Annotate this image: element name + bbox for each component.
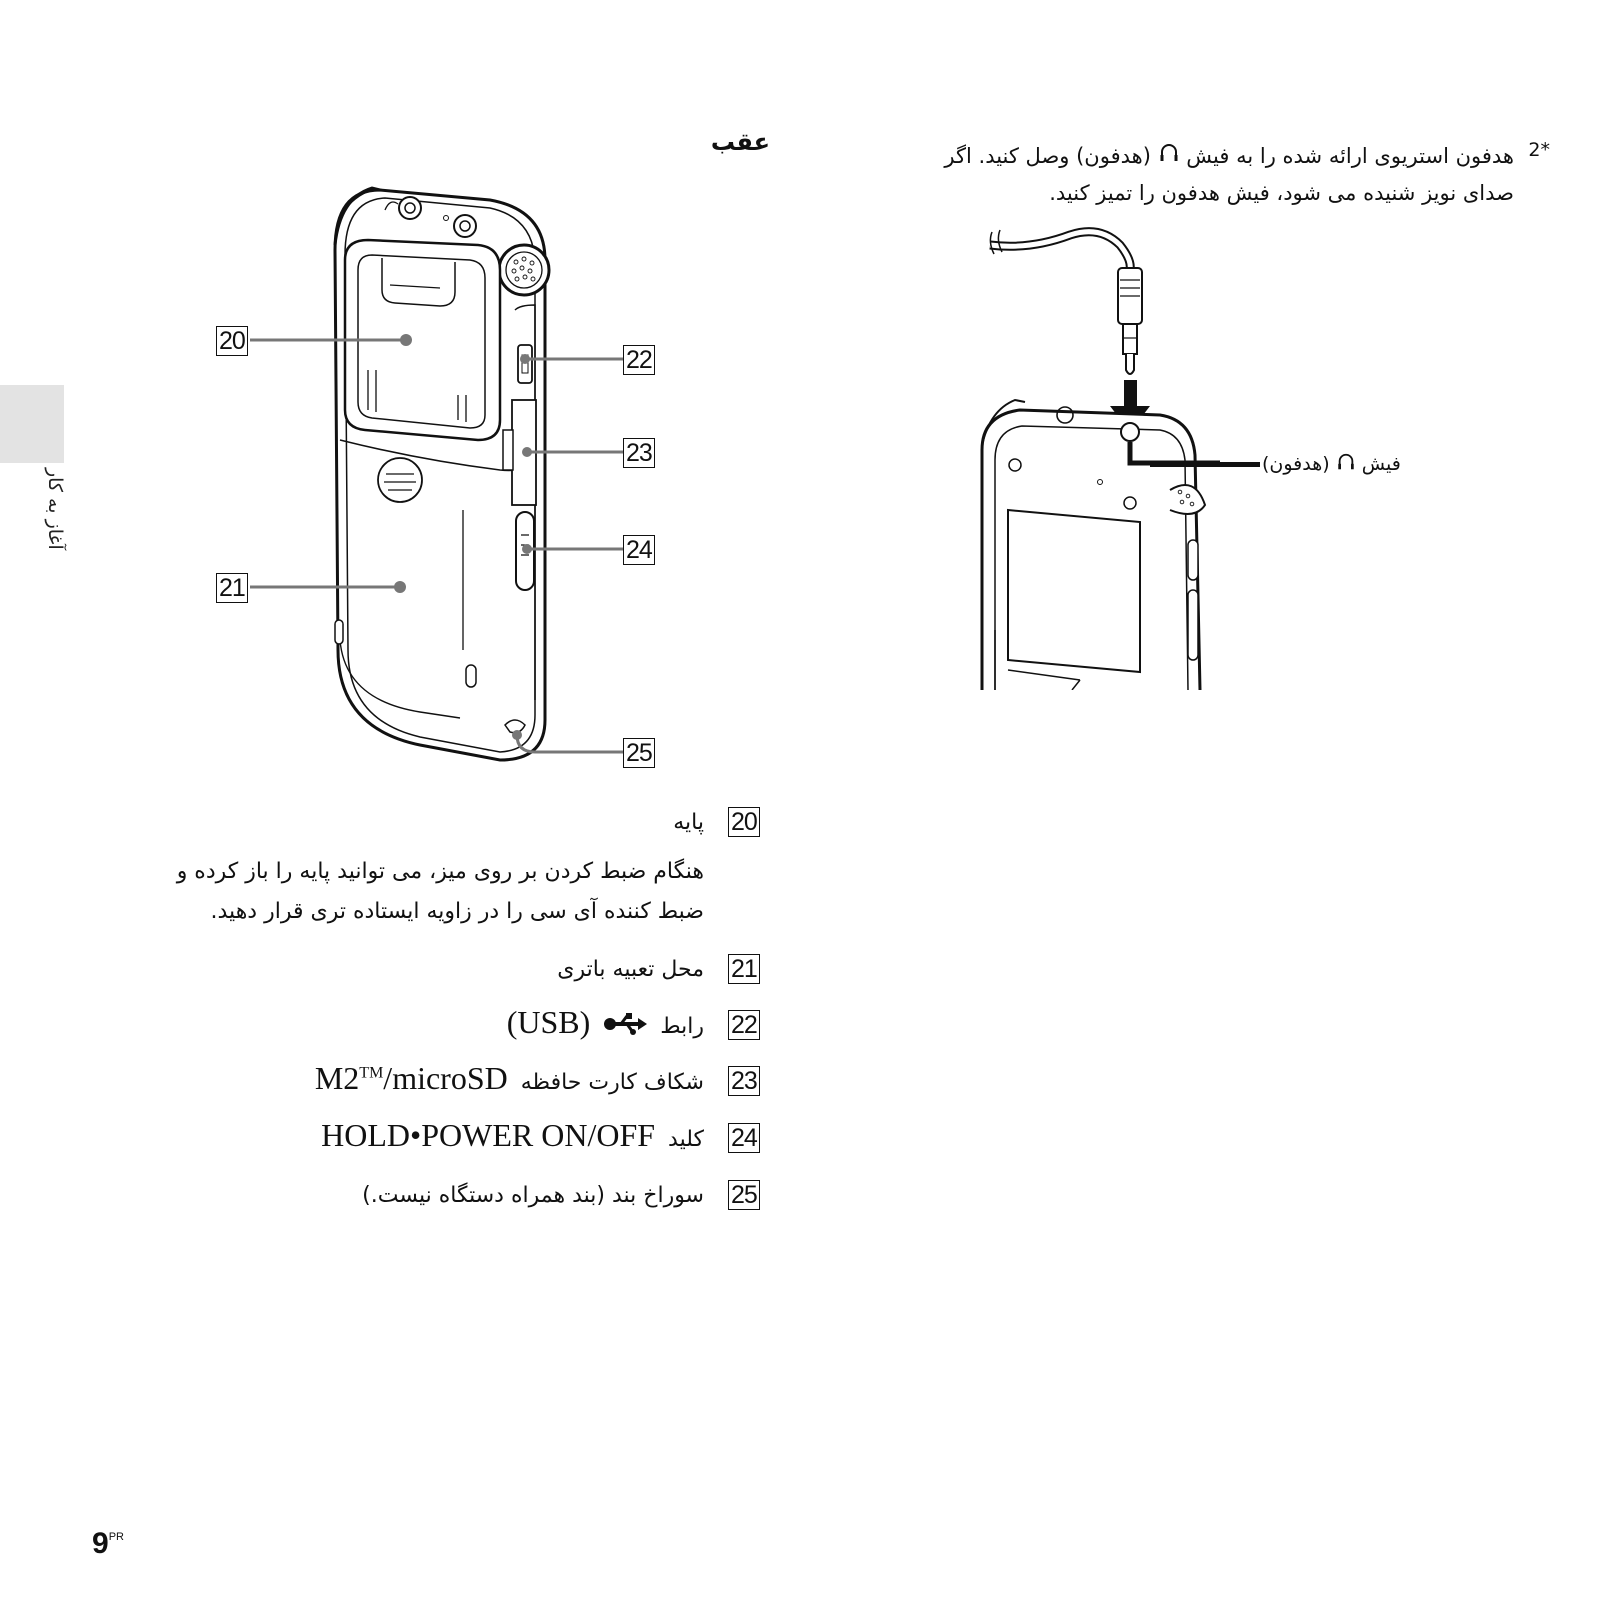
item-21-num: 21 — [728, 954, 760, 984]
callout-25: 25 — [623, 738, 655, 768]
footnote: *2 هدفون استریوی ارائه شده را به فیش (هد… — [850, 138, 1550, 211]
item-25-text: سوراخ بند (بند همراه دستگاه نیست.) — [362, 1183, 704, 1208]
section-heading: عقب — [710, 128, 770, 156]
footnote-line2: صدای نویز شنیده می شود، فیش هدفون را تمی… — [1049, 181, 1514, 205]
headphone-icon — [1158, 139, 1180, 175]
jack-label-a: فیش — [1361, 453, 1401, 475]
usb-icon — [603, 1012, 648, 1042]
item-22-latin: (USB) — [506, 1004, 591, 1040]
item-23-latin-tail: /microSD — [383, 1060, 508, 1096]
item-23-latin-sup: TM — [359, 1064, 384, 1082]
headphone-icon — [1336, 452, 1356, 477]
item-24-row: کلید HOLD•POWER ON/OFF — [321, 1117, 704, 1154]
callout-23: 23 — [623, 438, 655, 468]
callout-22: 22 — [623, 345, 655, 375]
headphone-connection-illustration — [980, 227, 1220, 690]
jack-leader-line — [1150, 462, 1260, 467]
callout-20: 20 — [216, 326, 248, 356]
page-number: 9PR — [92, 1527, 124, 1561]
item-23-num: 23 — [728, 1066, 760, 1096]
callout-21: 21 — [216, 573, 248, 603]
item-20-text: پایه — [673, 810, 704, 835]
jack-label-b: (هدفون) — [1262, 453, 1330, 475]
item-20-desc: هنگام ضبط کردن بر روی میز، می توانید پای… — [176, 859, 704, 924]
item-22-text: رابط — [660, 1014, 704, 1039]
item-25-num: 25 — [728, 1180, 760, 1210]
item-23-text: شکاف کارت حافظه — [520, 1070, 704, 1095]
side-tab — [0, 385, 64, 463]
item-24-latin: HOLD•POWER ON/OFF — [321, 1117, 656, 1153]
page-number-suffix: PR — [108, 1531, 124, 1543]
side-tab-label: آغاز به کار — [44, 468, 66, 550]
item-22-num: 22 — [728, 1010, 760, 1040]
item-24-num: 24 — [728, 1123, 760, 1153]
item-23-row: شکاف کارت حافظه M2TM/microSD — [315, 1060, 704, 1097]
item-23-latin: M2TM/microSD — [315, 1060, 508, 1097]
item-20-num: 20 — [728, 807, 760, 837]
callout-24: 24 — [623, 535, 655, 565]
footnote-marker: *2 — [1528, 139, 1550, 161]
item-22-row: رابط (USB) — [507, 1004, 704, 1042]
device-back-illustration — [250, 186, 625, 762]
item-21-text: محل تعبیه باتری — [557, 957, 704, 982]
footnote-line1-a: هدفون استریوی ارائه شده را به فیش — [1186, 144, 1514, 168]
item-24-text: کلید — [668, 1127, 704, 1152]
headphone-jack-label: فیش (هدفون) — [1262, 452, 1401, 477]
item-23-latin-main: M2 — [314, 1060, 360, 1096]
page-number-value: 9 — [92, 1527, 109, 1560]
footnote-line1-b: (هدفون) وصل کنید. اگر — [944, 144, 1151, 168]
